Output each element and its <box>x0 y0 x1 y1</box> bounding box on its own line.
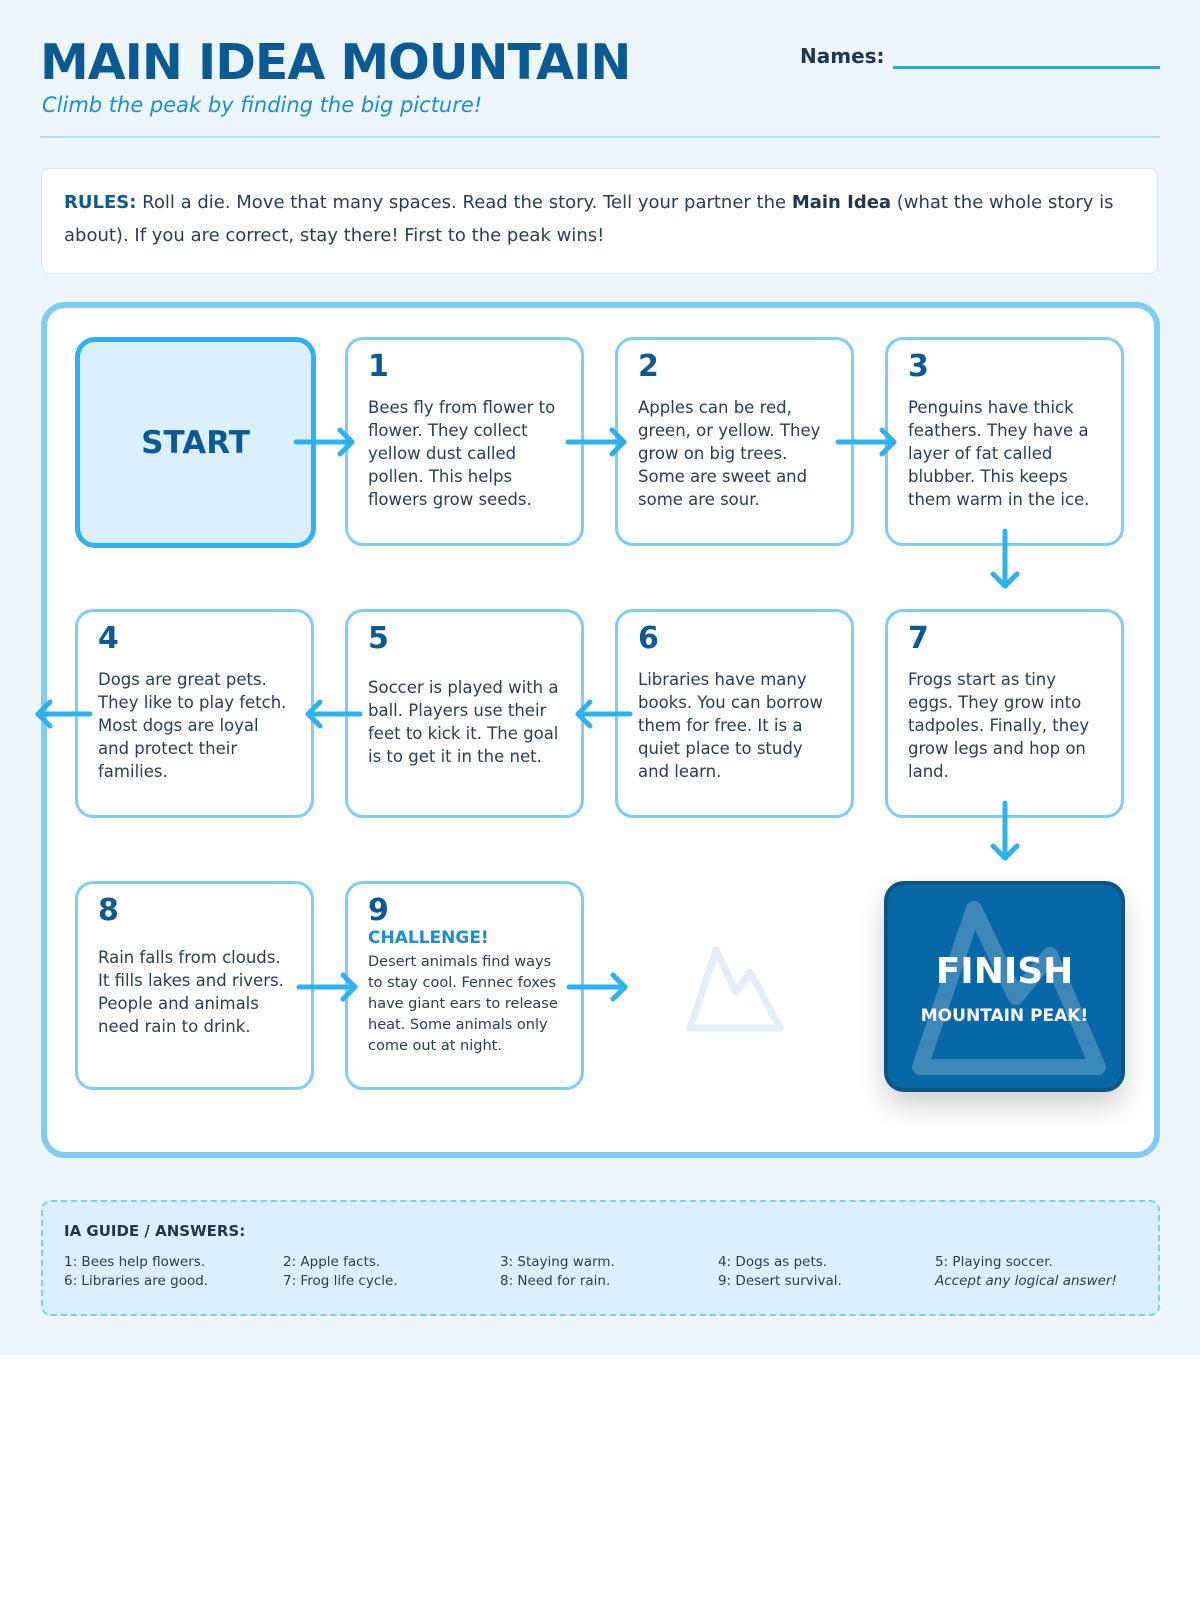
board-space-3[interactable]: 3 Penguins have thick feathers. They hav… <box>885 337 1124 546</box>
arrow-right-icon <box>835 427 897 457</box>
board-space-6[interactable]: 6 Libraries have many books. You can bor… <box>615 609 854 818</box>
space-story: Frogs start as tiny eggs. They grow into… <box>908 670 1090 781</box>
space-story: Dogs are great pets. They like to play f… <box>98 670 287 781</box>
rules-text-part1: Roll a die. Move that many spaces. Read … <box>136 192 792 213</box>
space-number: 3 <box>908 349 929 384</box>
guide-answer: 2: Apple facts. <box>283 1254 381 1270</box>
space-story: Rain falls from clouds. It fills lakes a… <box>98 948 284 1036</box>
rules-box: RULES: Roll a die. Move that many spaces… <box>41 168 1158 274</box>
space-number: 2 <box>638 349 659 384</box>
finish-title: FINISH <box>935 951 1074 992</box>
guide-answer: 6: Libraries are good. <box>64 1273 209 1289</box>
arrow-left-icon <box>35 699 93 729</box>
space-story: Libraries have many books. You can borro… <box>638 670 823 781</box>
guide-answer: 9: Desert survival. <box>718 1273 842 1289</box>
page-subtitle: Climb the peak by finding the big pictur… <box>42 93 483 117</box>
board-space-2[interactable]: 2 Apples can be red, green, or yellow. T… <box>615 337 854 546</box>
arrow-right-icon <box>296 972 358 1002</box>
path-arrows <box>35 427 1020 1002</box>
page-title: MAIN IDEA MOUNTAIN <box>40 34 631 91</box>
arrow-right-icon <box>566 972 628 1002</box>
space-number: 6 <box>638 621 659 656</box>
board-space-4[interactable]: 4 Dogs are great pets. They like to play… <box>75 609 314 818</box>
finish-space[interactable]: FINISH MOUNTAIN PEAK! <box>884 881 1125 1092</box>
arrow-down-icon <box>990 528 1020 589</box>
mountain-icon <box>912 901 1106 1075</box>
board-space-9[interactable]: 9 CHALLENGE! Desert animals find ways to… <box>345 881 584 1090</box>
guide-note: Accept any logical answer! <box>935 1273 1117 1289</box>
guide-answer: 5: Playing soccer. <box>935 1254 1053 1270</box>
guide-answer: 3: Staying warm. <box>500 1254 615 1270</box>
space-number: 1 <box>368 349 389 384</box>
arrow-right-icon <box>293 427 355 457</box>
rules-emphasis: Main Idea <box>791 192 892 213</box>
guide-answer: 4: Dogs as pets. <box>718 1254 828 1270</box>
header-divider <box>40 136 1160 138</box>
worksheet: MAIN IDEA MOUNTAIN Climb the peak by fin… <box>0 0 1200 1355</box>
board-space-8[interactable]: 8 Rain falls from clouds. It fills lakes… <box>75 881 314 1090</box>
space-number: 4 <box>98 621 119 656</box>
space-number: 5 <box>368 621 389 656</box>
arrow-down-icon <box>990 800 1020 861</box>
arrow-left-icon <box>305 699 363 729</box>
board-space-1[interactable]: 1 Bees fly from flower to flower. They c… <box>345 337 584 546</box>
guide-answer: 8: Need for rain. <box>500 1273 611 1289</box>
guide-answer: 1: Bees help flowers. <box>64 1254 206 1270</box>
answer-guide: IA GUIDE / ANSWERS: 1: Bees help flowers… <box>41 1200 1160 1316</box>
guide-answer: 7: Frog life cycle. <box>283 1273 398 1289</box>
rules-text-part2: (what the whole story is about). If you … <box>64 192 1114 246</box>
guide-title: IA GUIDE / ANSWERS: <box>64 1222 246 1240</box>
board-space-7[interactable]: 7 Frogs start as tiny eggs. They grow in… <box>885 609 1124 818</box>
arrow-right-icon <box>565 427 627 457</box>
space-number: 9 <box>368 893 389 928</box>
names-label: Names: <box>800 44 885 68</box>
names-write-line[interactable] <box>893 66 1160 69</box>
rules-label: RULES: <box>64 192 137 213</box>
mountain-icon <box>686 946 784 1032</box>
space-number: 7 <box>908 621 929 656</box>
challenge-label: CHALLENGE! <box>368 928 489 948</box>
space-story: Apples can be red, green, or yellow. The… <box>638 398 821 509</box>
arrow-left-icon <box>575 699 633 729</box>
finish-subtitle: MOUNTAIN PEAK! <box>920 1006 1089 1026</box>
space-story: Desert animals find ways to stay cool. F… <box>368 954 558 1054</box>
space-story: Bees fly from flower to flower. They col… <box>368 398 556 509</box>
space-story: Penguins have thick feathers. They have … <box>908 398 1090 509</box>
space-story: Soccer is played with a ball. Players us… <box>368 678 559 766</box>
space-number: 8 <box>98 893 119 928</box>
